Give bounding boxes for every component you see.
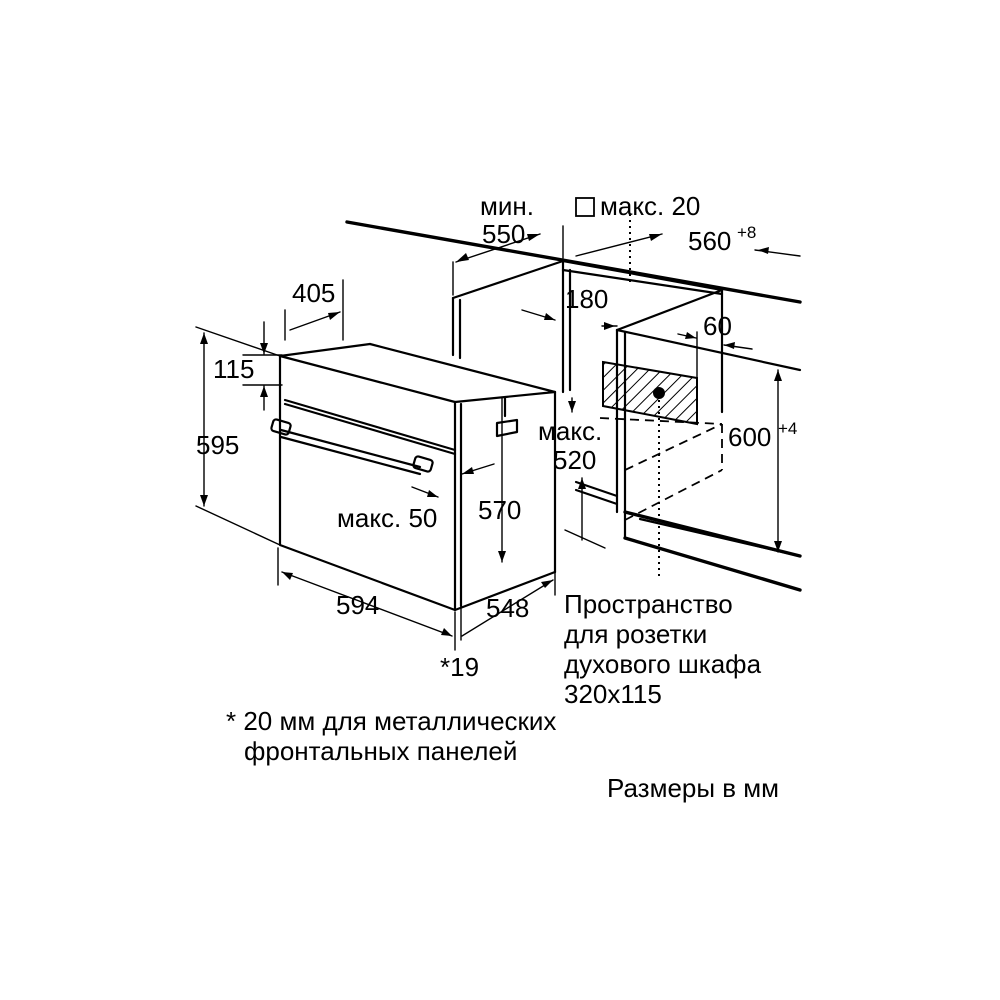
label-max-20: макс. 20 — [600, 191, 700, 221]
label-600: 600 — [728, 422, 771, 452]
label-max-520-b: 520 — [553, 445, 596, 475]
label-570: 570 — [478, 495, 521, 525]
square-icon — [575, 197, 595, 217]
socket-note-line: духового шкафа — [564, 649, 762, 679]
dimension-lines — [195, 225, 801, 651]
label-548: 548 — [486, 593, 529, 623]
label-405: 405 — [292, 278, 335, 308]
worktop — [345, 220, 802, 304]
footnote-line: * 20 мм для металлических — [226, 706, 556, 736]
label-star-19: *19 — [440, 652, 479, 682]
label-max-50: макс. 50 — [337, 503, 437, 533]
label-550: 550 — [482, 219, 525, 249]
dimension-labels: мин. 550 макс. 20 560 +8 405 180 60 115 … — [196, 191, 797, 682]
socket-note: Пространство для розетки духового шкафа … — [564, 589, 762, 709]
socket-note-line: Пространство — [564, 589, 733, 619]
footnote-line: фронтальных панелей — [244, 736, 517, 766]
socket-area — [602, 214, 698, 578]
label-max-520-a: макс. — [538, 416, 602, 446]
socket-note-line: 320x115 — [564, 679, 662, 709]
socket-note-line: для розетки — [564, 619, 707, 649]
label-594: 594 — [336, 590, 379, 620]
label-60: 60 — [703, 311, 732, 341]
label-180: 180 — [565, 284, 608, 314]
label-560-tolerance: +8 — [737, 223, 756, 242]
label-595: 595 — [196, 430, 239, 460]
label-600-tolerance: +4 — [778, 419, 797, 438]
label-min: мин. — [480, 191, 534, 221]
label-560: 560 — [688, 226, 731, 256]
cabinet-niche — [451, 259, 802, 592]
units-note: Размеры в мм — [607, 773, 779, 803]
footnote: * 20 мм для металлических фронтальных па… — [226, 706, 556, 766]
oven-body — [270, 342, 557, 612]
label-115: 115 — [213, 354, 254, 384]
